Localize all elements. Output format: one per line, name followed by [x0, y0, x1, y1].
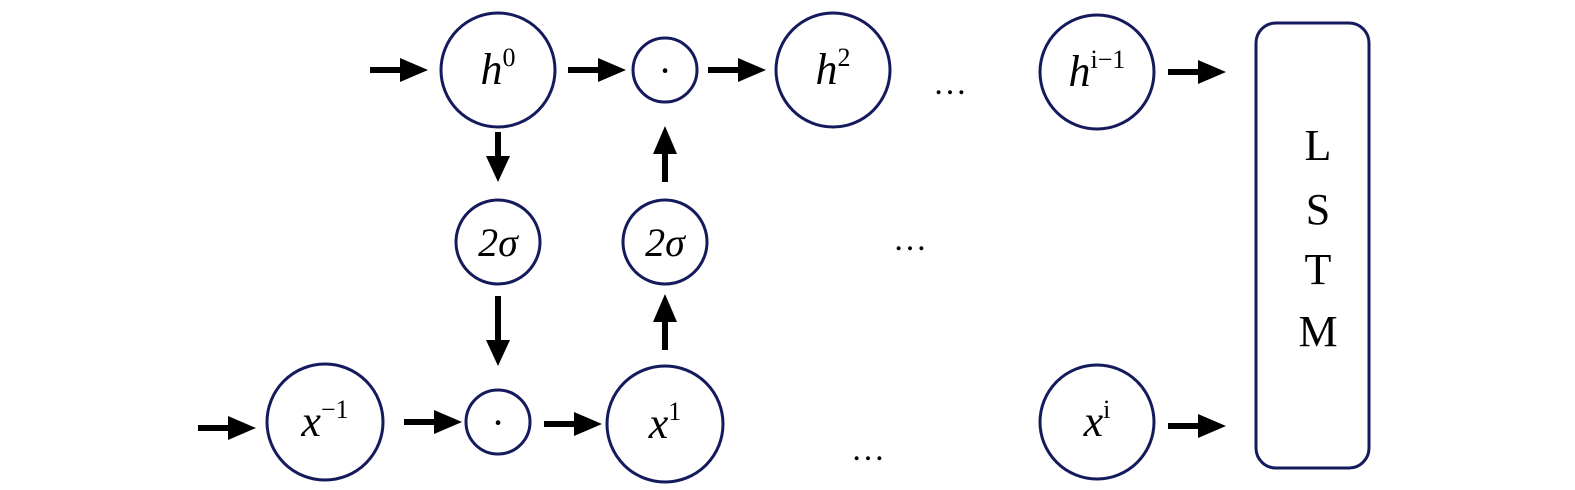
node-x1-base: x — [648, 399, 669, 448]
node-h2: h2 — [774, 11, 892, 129]
node-xm1-base: x — [300, 397, 321, 446]
ellipsis-middle: … — [893, 221, 927, 258]
arrow-sigma-right-to-mult-top — [653, 126, 677, 182]
node-x-minus-1: x−1 — [265, 362, 385, 482]
svg-text:x1: x1 — [648, 397, 682, 448]
ellipsis-bottom: … — [851, 431, 885, 468]
svg-text:x−1: x−1 — [300, 395, 348, 446]
node-xi: xi — [1038, 363, 1156, 481]
node-h0-base: h — [481, 45, 503, 94]
mult-bottom-symbol: · — [491, 400, 504, 445]
sigma-left-label: 2σ — [478, 220, 519, 265]
node-x1: x1 — [605, 364, 725, 484]
arrow-into-xm1 — [198, 416, 256, 440]
lstm-letter-l: L — [1305, 121, 1332, 170]
sigma-right-label: 2σ — [645, 220, 686, 265]
node-hi1-base: h — [1069, 47, 1091, 96]
node-h2-base: h — [816, 45, 838, 94]
svg-text:h0: h0 — [481, 43, 516, 94]
svg-text:hi−1: hi−1 — [1069, 45, 1126, 96]
arrow-mult-top-to-h2 — [708, 58, 766, 82]
arrow-h0-to-sigma-left — [486, 132, 510, 182]
node-xi-sup: i — [1103, 395, 1110, 424]
arrow-x1-to-sigma-right — [653, 294, 677, 350]
ellipsis-top: … — [933, 65, 967, 102]
node-h0-sup: 0 — [503, 43, 516, 72]
node-xm1-sup: −1 — [321, 395, 349, 424]
node-mult-bottom: · — [464, 388, 532, 456]
svg-text:h2: h2 — [816, 43, 851, 94]
mult-top-symbol: · — [658, 48, 671, 93]
arrow-hi1-to-lstm — [1168, 60, 1226, 84]
node-h-i-minus-1: hi−1 — [1038, 13, 1156, 131]
node-h2-sup: 2 — [838, 43, 851, 72]
lstm-box: L S T M — [1254, 21, 1371, 470]
lstm-letter-t: T — [1305, 245, 1332, 294]
node-sigma-right: 2σ — [621, 198, 709, 286]
node-mult-top: · — [631, 36, 699, 104]
arrow-mult-bottom-to-x1 — [544, 412, 602, 436]
node-xi-base: x — [1083, 397, 1104, 446]
arrow-h0-to-mult-top — [568, 58, 626, 82]
node-x1-sup: 1 — [668, 397, 681, 426]
lstm-letter-s: S — [1306, 185, 1330, 234]
arrow-into-h0 — [370, 58, 428, 82]
arrow-xm1-to-mult-bottom — [404, 410, 462, 434]
node-hi1-sup: i−1 — [1091, 45, 1126, 74]
svg-text:xi: xi — [1083, 395, 1111, 446]
arrow-xi-to-lstm — [1168, 414, 1226, 438]
node-h0: h0 — [439, 11, 557, 129]
arrow-sigma-left-to-mult-bottom — [486, 296, 510, 366]
lstm-letter-m: M — [1298, 307, 1337, 356]
node-sigma-left: 2σ — [454, 198, 542, 286]
